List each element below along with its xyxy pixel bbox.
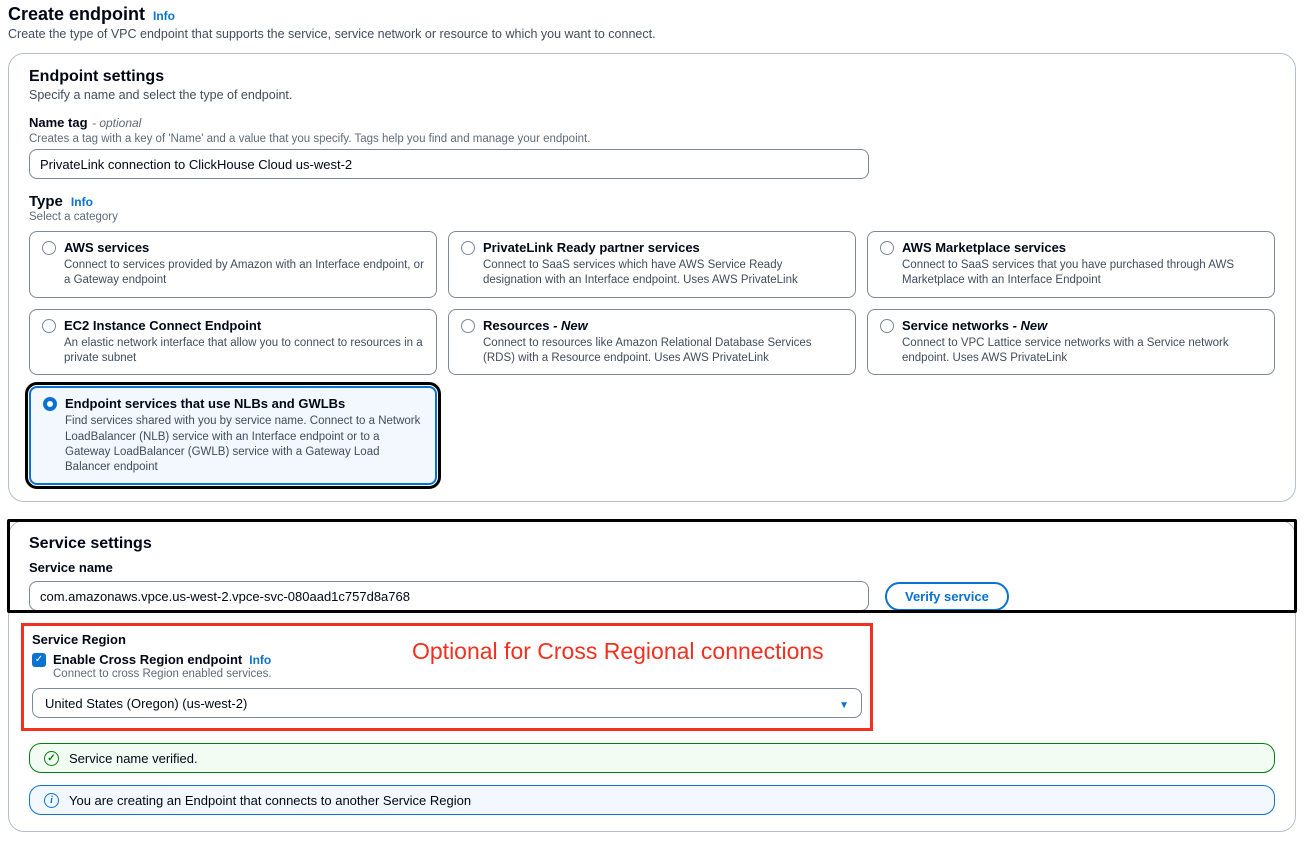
tile-title: PrivateLink Ready partner services xyxy=(483,240,700,255)
service-region-select[interactable]: United States (Oregon) (us-west-2) xyxy=(32,688,862,719)
service-region-selected-value: United States (Oregon) (us-west-2) xyxy=(45,695,248,711)
cross-region-info-link[interactable]: Info xyxy=(249,652,272,667)
info-circle-icon xyxy=(44,792,59,808)
checkbox-checked-icon[interactable] xyxy=(32,652,46,667)
service-name-label: Service name xyxy=(29,560,113,576)
type-option-service-networks[interactable]: Service networks - New Connect to VPC La… xyxy=(867,308,1275,376)
name-tag-label: Name tag xyxy=(29,115,88,130)
service-settings-card: Service settings Service name Verify ser… xyxy=(7,519,1297,833)
name-tag-hint: Creates a tag with a key of 'Name' and a… xyxy=(29,133,591,145)
tile-description: Connect to VPC Lattice service networks … xyxy=(902,336,1229,365)
radio-icon[interactable] xyxy=(461,241,475,255)
tile-title: Service networks - New xyxy=(902,317,1048,333)
name-tag-input[interactable] xyxy=(29,149,869,179)
type-label-text: Type xyxy=(29,193,63,210)
service-name-input[interactable] xyxy=(29,581,869,612)
endpoint-settings-title: Endpoint settings xyxy=(29,68,1275,86)
tile-text: EC2 Instance Connect Endpoint An elastic… xyxy=(64,318,424,367)
tile-description: Connect to services provided by Amazon w… xyxy=(64,259,424,287)
service-settings-title-text: Service settings xyxy=(29,535,152,553)
service-name-row: Verify service xyxy=(29,581,1275,612)
radio-icon[interactable] xyxy=(880,241,894,255)
success-check-icon xyxy=(44,750,59,766)
type-option-resources[interactable]: Resources - New Connect to resources lik… xyxy=(448,308,856,376)
tile-title: AWS services xyxy=(64,240,150,255)
chevron-down-icon xyxy=(839,696,849,711)
type-option-aws-services[interactable]: AWS services Connect to services provide… xyxy=(29,231,437,298)
tile-description: Connect to resources like Amazon Relatio… xyxy=(483,336,812,365)
tile-text: PrivateLink Ready partner services Conne… xyxy=(483,240,843,289)
type-option-endpoint-services-nlb-gwlb[interactable]: Endpoint services that use NLBs and GWLB… xyxy=(25,382,441,490)
tile-title: AWS Marketplace services xyxy=(902,240,1067,255)
create-endpoint-page: Create endpoint Info Create the type of … xyxy=(7,4,1297,833)
tile-text: Endpoint services that use NLBs and GWLB… xyxy=(65,396,423,475)
name-tag-field: Name tag - optional Creates a tag with a… xyxy=(29,114,1275,179)
radio-icon[interactable] xyxy=(42,241,56,255)
endpoint-settings-card: Endpoint settings Specify a name and sel… xyxy=(8,53,1296,503)
cross-region-info-alert: You are creating an Endpoint that connec… xyxy=(29,785,1275,816)
cross-region-info-alert-text: You are creating an Endpoint that connec… xyxy=(69,792,472,808)
service-verified-alert: Service name verified. xyxy=(29,743,1275,774)
radio-icon[interactable] xyxy=(880,318,894,333)
tile-text: Resources - New Connect to resources lik… xyxy=(483,318,843,367)
radio-selected-icon[interactable] xyxy=(43,397,57,412)
tile-text: AWS services Connect to services provide… xyxy=(64,240,424,289)
cross-region-annotation-note: Optional for Cross Regional connections xyxy=(412,638,824,665)
type-option-ec2-instance-connect[interactable]: EC2 Instance Connect Endpoint An elastic… xyxy=(29,308,437,376)
service-name-field: Service name Verify service xyxy=(29,559,1275,612)
page-info-link[interactable]: Info xyxy=(153,9,176,23)
name-tag-optional-label: - optional xyxy=(91,116,142,130)
tile-description: Connect to SaaS services which have AWS … xyxy=(483,259,798,287)
tile-title: EC2 Instance Connect Endpoint xyxy=(64,317,262,333)
radio-icon[interactable] xyxy=(461,318,475,333)
type-options-grid: AWS services Connect to services provide… xyxy=(25,231,1275,490)
tile-title: Resources - New xyxy=(483,317,588,333)
page-title: Create endpoint Info xyxy=(8,4,1296,25)
page-title-text: Create endpoint xyxy=(8,4,146,24)
endpoint-settings-subtitle: Specify a name and select the type of en… xyxy=(29,88,293,102)
type-option-marketplace-services[interactable]: AWS Marketplace services Connect to SaaS… xyxy=(867,231,1275,298)
tile-text: Service networks - New Connect to VPC La… xyxy=(902,318,1262,367)
endpoint-settings-title-text: Endpoint settings xyxy=(29,68,165,85)
cross-region-checkbox-label[interactable]: Enable Cross Region endpoint xyxy=(53,652,243,668)
tile-text: AWS Marketplace services Connect to SaaS… xyxy=(902,240,1262,289)
service-region-label: Service Region xyxy=(32,632,126,648)
type-info-link[interactable]: Info xyxy=(70,195,93,209)
cross-region-checkbox-row: Enable Cross Region endpoint Info xyxy=(32,652,862,667)
radio-icon[interactable] xyxy=(42,318,56,333)
type-section-hint: Select a category xyxy=(29,211,118,223)
type-option-privatelink-partner-services[interactable]: PrivateLink Ready partner services Conne… xyxy=(448,231,856,298)
page-description: Create the type of VPC endpoint that sup… xyxy=(8,27,656,41)
tile-title: Endpoint services that use NLBs and GWLB… xyxy=(65,396,346,412)
tile-description: An elastic network interface that allow … xyxy=(64,336,423,365)
type-section-label: Type Info xyxy=(29,193,1275,210)
tile-description: Connect to SaaS services that you have p… xyxy=(902,259,1234,287)
page-header: Create endpoint Info Create the type of … xyxy=(8,4,1296,41)
tile-description: Find services shared with you by service… xyxy=(65,415,421,473)
service-settings-title: Service settings xyxy=(29,535,1275,553)
cross-region-hint: Connect to cross Region enabled services… xyxy=(53,668,272,681)
name-tag-label-row: Name tag - optional xyxy=(29,114,1275,132)
service-verified-alert-text: Service name verified. xyxy=(69,750,198,766)
verify-service-button[interactable]: Verify service xyxy=(885,581,1009,611)
service-region-section: Optional for Cross Regional connections … xyxy=(21,623,873,732)
